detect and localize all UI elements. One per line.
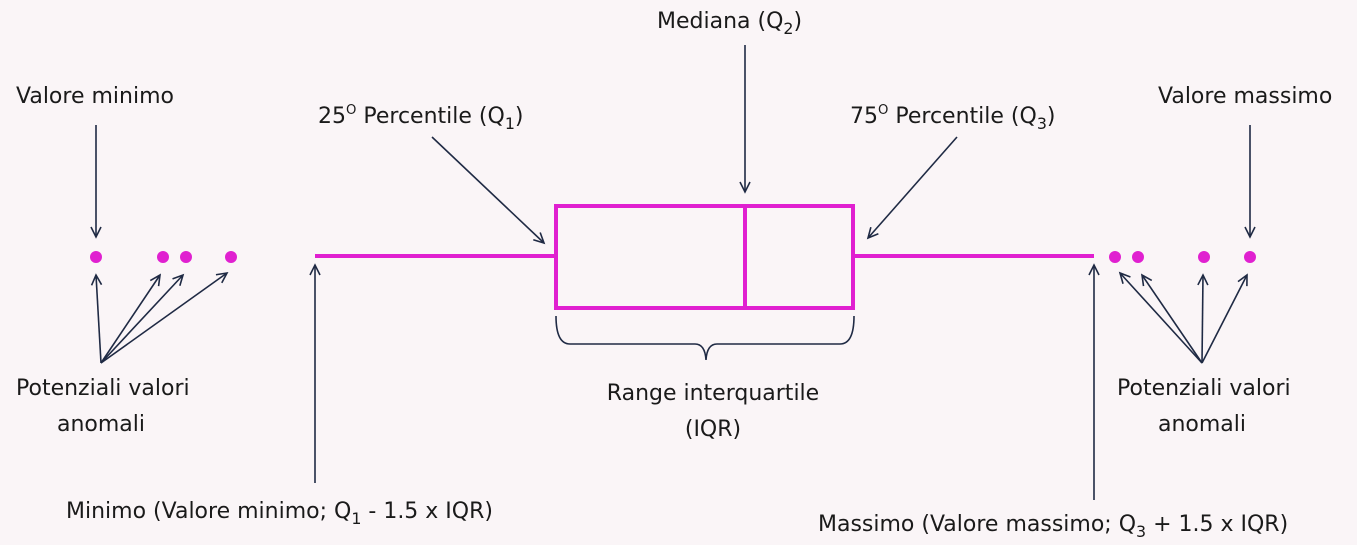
- iqr-box: [554, 204, 855, 310]
- q1-label-sup: O: [346, 102, 357, 118]
- q3-label: 75O Percentile (Q3): [850, 99, 1056, 138]
- iqr-label: Range interquartile (IQR): [596, 376, 830, 448]
- outlier-arrow: [100, 271, 229, 364]
- outliers-right-label: Potenziali valori anomali: [1117, 371, 1291, 443]
- outliers-left-line1: Potenziali valori: [16, 376, 190, 401]
- outlier-arrow: [1201, 273, 1248, 364]
- maximum-label: Massimo (Valore massimo; Q3 + 1.5 x IQR): [818, 507, 1288, 544]
- maximum-label-pre: Massimo (Valore massimo; Q: [818, 512, 1137, 537]
- outlier-dot: [1244, 251, 1256, 263]
- outlier-dot: [180, 251, 192, 263]
- outlier-arrow: [1118, 271, 1203, 364]
- outlier-arrow: [100, 273, 185, 364]
- outlier-arrow: [1197, 273, 1209, 364]
- outlier-dot: [1198, 251, 1210, 263]
- q3-label-text: Percentile (Q: [888, 104, 1037, 129]
- q1-label-close: ): [514, 104, 524, 129]
- outliers-right-line2: anomali: [1157, 412, 1247, 437]
- q3-label-close: ): [1046, 104, 1056, 129]
- median-label-text: Mediana (Q: [657, 9, 784, 34]
- q3-label-sub: 3: [1036, 113, 1047, 133]
- median-label-close: ): [793, 9, 803, 34]
- outliers-right-line1: Potenziali valori: [1117, 376, 1291, 401]
- min-value-label: Valore minimo: [16, 84, 174, 109]
- outlier-arrow: [90, 273, 103, 364]
- outlier-dot: [1132, 251, 1144, 263]
- q1-label-number: 25: [318, 104, 346, 129]
- outlier-arrow: [1140, 273, 1203, 364]
- median-label-sub: 2: [783, 18, 794, 38]
- q1-label: 25O Percentile (Q1): [318, 99, 524, 138]
- q3-label-number: 75: [850, 104, 878, 129]
- minimum-label-post: - 1.5 x IQR): [361, 499, 493, 524]
- q1-label-sub: 1: [504, 113, 515, 133]
- outlier-dot: [225, 251, 237, 263]
- q1-arrow: [431, 136, 546, 245]
- maximum-label-post: + 1.5 x IQR): [1146, 512, 1289, 537]
- q3-label-sup: O: [878, 102, 889, 118]
- outlier-dot: [1109, 251, 1121, 263]
- minimum-label-pre: Minimo (Valore minimo; Q: [66, 499, 352, 524]
- median-label: Mediana (Q2): [657, 4, 802, 41]
- outliers-left-line2: anomali: [56, 412, 146, 437]
- outlier-dot: [90, 251, 102, 263]
- minimum-label: Minimo (Valore minimo; Q1 - 1.5 x IQR): [66, 494, 493, 531]
- max-value-label: Valore massimo: [1158, 84, 1333, 109]
- outliers-left-label: Potenziali valori anomali: [16, 371, 190, 443]
- q3-arrow: [866, 136, 958, 240]
- maximum-label-sub: 3: [1136, 521, 1147, 541]
- iqr-label-line2: (IQR): [684, 417, 742, 442]
- outlier-arrow: [100, 273, 161, 364]
- minimum-label-sub: 1: [351, 508, 362, 528]
- iqr-brace: [555, 315, 855, 361]
- q1-label-text: Percentile (Q: [356, 104, 505, 129]
- outlier-dot: [157, 251, 169, 263]
- iqr-label-line1: Range interquartile: [606, 381, 820, 406]
